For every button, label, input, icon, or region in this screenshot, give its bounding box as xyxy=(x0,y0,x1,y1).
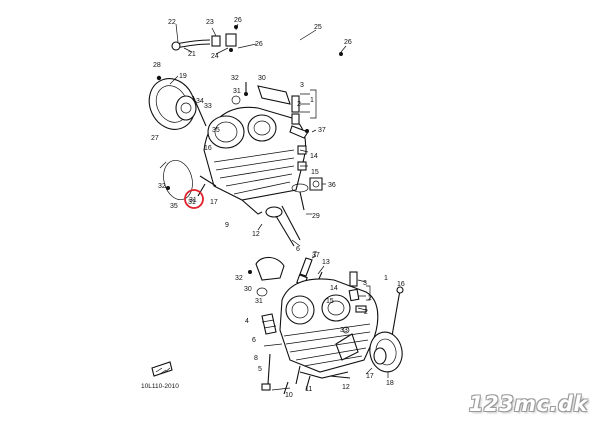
part-label-11: 30 xyxy=(258,75,266,82)
part-label-9: 19 xyxy=(179,73,187,80)
part-label-19: 35 xyxy=(212,127,220,134)
part-label-40: 31 xyxy=(255,298,263,305)
part-label-6: 24 xyxy=(211,53,219,60)
part-label-54: 17 xyxy=(366,373,374,380)
part-label-20: 37 xyxy=(318,127,326,134)
part-label-16: 34 xyxy=(196,98,204,105)
highlighted-part-label: 31 xyxy=(189,197,197,204)
part-label-43: 2 xyxy=(368,295,372,302)
part-label-5: 26 xyxy=(255,41,263,48)
part-label-50: 8 xyxy=(254,355,258,362)
part-label-0: 22 xyxy=(168,19,176,26)
watermark: 123mc.dk xyxy=(468,392,588,416)
part-label-48: 6 xyxy=(252,337,256,344)
part-label-36: 32 xyxy=(235,275,243,282)
part-label-45: 16 xyxy=(397,281,405,288)
part-label-41: 1 xyxy=(384,275,388,282)
part-label-55: 18 xyxy=(386,380,394,387)
part-label-3: 25 xyxy=(314,24,322,31)
part-label-24: 36 xyxy=(328,182,336,189)
part-label-1: 23 xyxy=(206,19,214,26)
part-label-25: 32 xyxy=(158,183,166,190)
part-label-29: 29 xyxy=(312,213,320,220)
part-label-34: 37 xyxy=(312,252,320,259)
part-label-22: 14 xyxy=(310,153,318,160)
part-label-32: 6 xyxy=(296,246,300,253)
part-label-17: 33 xyxy=(204,103,212,110)
part-label-23: 15 xyxy=(311,169,319,176)
part-label-8: 28 xyxy=(153,62,161,69)
part-label-27: 17 xyxy=(210,199,218,206)
part-label-4: 21 xyxy=(188,51,196,58)
part-label-10: 32 xyxy=(231,75,239,82)
part-label-18: 27 xyxy=(151,135,159,142)
part-label-7: 26 xyxy=(344,39,352,46)
part-label-30: 9 xyxy=(225,222,229,229)
part-label-42: 3 xyxy=(363,280,367,287)
part-label-21: 16 xyxy=(204,145,212,152)
part-label-28: 35 xyxy=(170,203,178,210)
drawing-code: 10L110-2010 xyxy=(141,383,179,390)
part-label-52: 11 xyxy=(305,386,312,393)
part-label-26: 31 xyxy=(188,199,196,206)
part-label-31: 12 xyxy=(252,231,260,238)
part-label-46: 4 xyxy=(245,318,249,325)
part-label-33: 7 xyxy=(313,251,317,258)
part-label-15: 2 xyxy=(297,101,301,108)
part-label-13: 1 xyxy=(310,97,314,104)
part-label-39: 15 xyxy=(326,298,334,305)
part-label-12: 3 xyxy=(300,82,304,89)
part-label-14: 31 xyxy=(233,88,241,95)
part-label-44: 2 xyxy=(364,309,368,316)
highlighted-part-marker xyxy=(184,189,204,209)
part-label-51: 10 xyxy=(285,392,293,399)
drawing-code-icon xyxy=(151,361,173,377)
part-label-49: 5 xyxy=(258,366,262,373)
part-label-47: 33 xyxy=(340,327,348,334)
part-label-37: 30 xyxy=(244,286,252,293)
part-label-53: 12 xyxy=(342,384,350,391)
part-label-35: 13 xyxy=(322,259,330,266)
part-label-2: 26 xyxy=(234,17,242,24)
part-label-38: 14 xyxy=(330,285,338,292)
